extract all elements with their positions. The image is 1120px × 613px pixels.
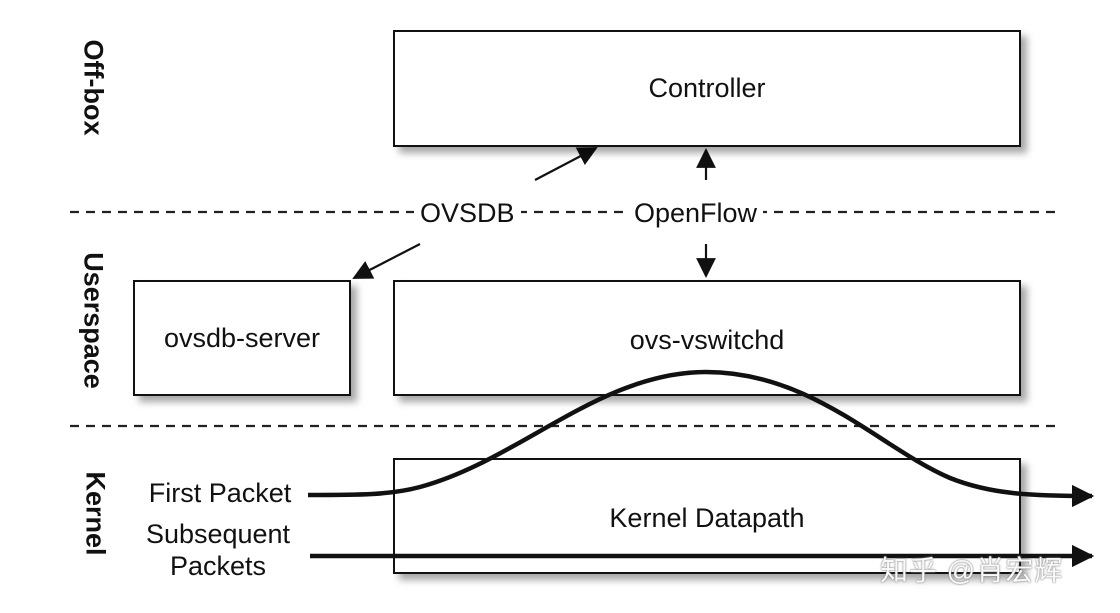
subsequent-packets-label: Subsequent Packets: [145, 519, 291, 581]
layer-label-userspace: Userspace: [78, 252, 109, 389]
watermark: 知乎 @肖宏辉: [880, 555, 1064, 586]
first-packet-label: First Packet: [148, 478, 292, 508]
kernel-datapath-label: Kernel Datapath: [609, 502, 805, 533]
controller-box: Controller: [393, 30, 1021, 147]
ovsdb-server-label: ovsdb-server: [163, 322, 321, 353]
layer-label-kernel: Kernel: [80, 471, 111, 556]
ovsdb-arrow-to-controller: [534, 147, 598, 181]
ovs-vswitchd-box: ovs-vswitchd: [393, 280, 1021, 396]
layer-label-offbox: Off-box: [78, 39, 109, 136]
protocol-label-ovsdb: OVSDB: [414, 197, 521, 229]
ovsdb-server-box: ovsdb-server: [133, 280, 351, 396]
ovs-vswitchd-label: ovs-vswitchd: [629, 324, 785, 355]
controller-label: Controller: [648, 73, 766, 103]
ovsdb-arrow-to-server: [352, 243, 421, 279]
protocol-label-openflow: OpenFlow: [628, 197, 764, 229]
